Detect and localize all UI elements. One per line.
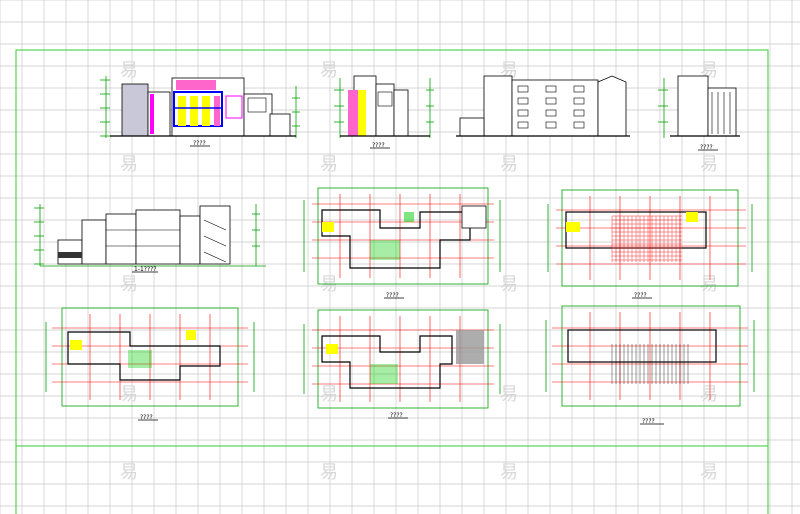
dimension-ticks bbox=[100, 76, 300, 138]
east-elevation: ???? bbox=[334, 75, 434, 149]
second-plan-caption: ???? bbox=[634, 292, 647, 299]
south-elevation: ???? bbox=[100, 76, 300, 147]
third-floor-plan: ???? bbox=[45, 307, 255, 421]
south-elevation-caption: ???? bbox=[193, 140, 206, 147]
section-caption: 1-1???? bbox=[134, 266, 157, 273]
watermark-layer: 易易易易易易易易易易易易易易易易易易易易 bbox=[120, 60, 718, 483]
west-elevation: ???? bbox=[658, 75, 740, 151]
watermark-glyph: 易 bbox=[120, 384, 138, 405]
ground-plan-caption: ???? bbox=[386, 292, 399, 299]
fourth-plan-caption: ???? bbox=[390, 412, 403, 419]
watermark-glyph: 易 bbox=[320, 154, 338, 175]
watermark-glyph: 易 bbox=[500, 274, 518, 295]
watermark-glyph: 易 bbox=[320, 384, 338, 405]
watermark-glyph: 易 bbox=[700, 384, 718, 405]
watermark-glyph: 易 bbox=[500, 462, 518, 483]
section-1-1: 1-1???? bbox=[34, 204, 266, 273]
roof-plan: ???? bbox=[545, 305, 755, 425]
third-plan-caption: ???? bbox=[140, 414, 153, 421]
watermark-glyph: 易 bbox=[700, 274, 718, 295]
watermark-glyph: 易 bbox=[120, 274, 138, 295]
watermark-glyph: 易 bbox=[500, 154, 518, 175]
watermark-glyph: 易 bbox=[700, 462, 718, 483]
west-elevation-caption: ???? bbox=[700, 144, 713, 151]
watermark-glyph: 易 bbox=[700, 154, 718, 175]
roof-plan-hatch bbox=[611, 344, 689, 384]
east-elevation-caption: ???? bbox=[372, 142, 385, 149]
watermark-glyph: 易 bbox=[320, 60, 338, 81]
watermark-glyph: 易 bbox=[500, 384, 518, 405]
watermark-glyph: 易 bbox=[120, 154, 138, 175]
ground-floor-plan: ???? bbox=[303, 187, 501, 299]
roof-hatch bbox=[611, 215, 682, 262]
watermark-glyph: 易 bbox=[120, 60, 138, 81]
watermark-glyph: 易 bbox=[320, 462, 338, 483]
north-elevation bbox=[456, 75, 630, 137]
fourth-floor-plan: ???? bbox=[303, 309, 501, 419]
second-floor-plan: ???? bbox=[547, 189, 753, 299]
watermark-glyph: 易 bbox=[120, 462, 138, 483]
sheet-frame bbox=[15, 49, 769, 514]
watermark-glyph: 易 bbox=[320, 274, 338, 295]
roof-plan-caption: ???? bbox=[642, 418, 655, 425]
